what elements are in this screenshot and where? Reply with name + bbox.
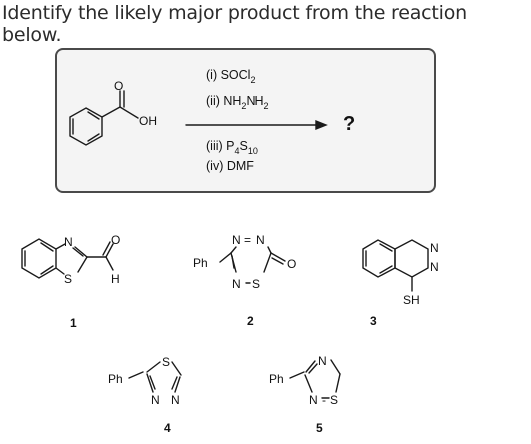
- condition-iv: (iv) DMF: [206, 159, 254, 173]
- condition-i: (i) SOCl2: [206, 68, 255, 85]
- reaction-scheme-box: [55, 48, 436, 193]
- option-2-number: 2: [247, 314, 254, 328]
- product-question-mark: ?: [343, 113, 355, 135]
- option-3-sh: SH: [403, 293, 420, 307]
- option-2-n2: N: [256, 233, 265, 247]
- option-2-structure: [219, 246, 286, 284]
- option-2-s: S: [252, 277, 260, 291]
- option-5-dash: -: [322, 393, 326, 407]
- option-5-n2: N: [309, 393, 318, 407]
- reaction-arrow: [185, 119, 328, 131]
- option-2-n3: N: [232, 277, 241, 291]
- option-2-n1: N: [232, 233, 241, 247]
- option-3-structure: [362, 239, 429, 292]
- condition-iii: (iii) P4S10: [206, 139, 258, 156]
- option-5-number: 5: [316, 421, 323, 435]
- option-2-o: O: [287, 257, 296, 271]
- option-2-ph: Ph: [193, 256, 208, 270]
- option-1-structure: [21, 238, 114, 279]
- option-3-n1: N: [430, 241, 439, 255]
- option-1-s: S: [64, 272, 72, 286]
- option-5-structure: [289, 359, 341, 399]
- option-4-s: S: [162, 355, 170, 369]
- reactant-oh-label: OH: [139, 114, 157, 128]
- option-1-number: 1: [70, 316, 77, 330]
- option-3-n2: N: [430, 260, 439, 274]
- option-4-number: 4: [164, 421, 171, 435]
- option-2-eq: =: [244, 233, 251, 247]
- option-3-number: 3: [370, 314, 377, 328]
- option-1-n: N: [64, 235, 73, 249]
- reactant-benzoic-acid: [69, 90, 139, 146]
- option-5-n: N: [318, 354, 327, 368]
- option-4-ph: Ph: [108, 372, 123, 386]
- question-text: Identify the likely major product from t…: [2, 2, 467, 46]
- option-5-s: S: [330, 393, 338, 407]
- option-1-o: O: [111, 233, 120, 247]
- option-1-h: H: [111, 272, 120, 286]
- option-4-n1: N: [151, 393, 160, 407]
- option-5-ph: Ph: [269, 372, 284, 386]
- option-4-structure: [128, 361, 182, 393]
- condition-ii: (ii) NH2N(ii) NHH2: [206, 94, 269, 111]
- option-4-n2: N: [171, 393, 180, 407]
- reactant-o-label: O: [114, 79, 123, 93]
